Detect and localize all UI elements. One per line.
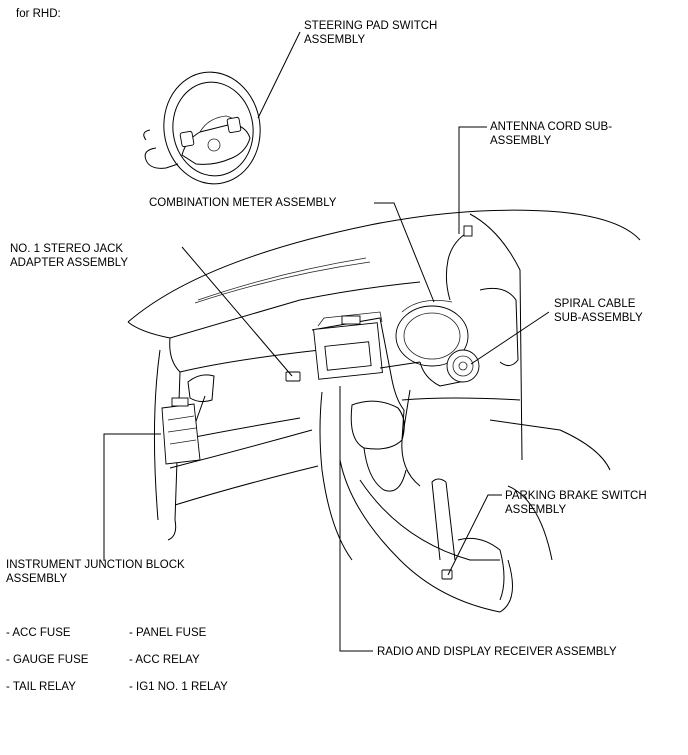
fuse-list-item: - GAUGE FUSE — [6, 654, 89, 666]
antenna-cord-drawing — [445, 225, 473, 301]
label-line: ASSEMBLY — [304, 34, 366, 46]
label-line: COMBINATION METER ASSEMBLY — [149, 197, 337, 209]
label-line: ADAPTER ASSEMBLY — [10, 257, 129, 269]
label-stereo-jack: NO. 1 STEREO JACK ADAPTER ASSEMBLY — [10, 242, 128, 270]
fuse-list-item: - PANEL FUSE — [129, 627, 207, 639]
fuse-list-column-2: - PANEL FUSE - ACC RELAY - IG1 NO. 1 REL… — [129, 626, 228, 694]
fuse-list-item: - IG1 NO. 1 RELAY — [129, 681, 228, 693]
label-line: ASSEMBLY — [490, 135, 552, 147]
dashboard-body — [127, 209, 641, 561]
label-combination-meter: COMBINATION METER ASSEMBLY — [149, 196, 336, 210]
label-line: ASSEMBLY — [6, 573, 68, 585]
junction-block-drawing — [161, 397, 201, 465]
stereo-jack-part — [285, 371, 301, 382]
fuse-list-item: - ACC FUSE — [6, 627, 71, 639]
label-line: ASSEMBLY — [505, 504, 567, 516]
fuse-list-column-1: - ACC FUSE - GAUGE FUSE - TAIL RELAY — [6, 626, 88, 694]
label-line: RADIO AND DISPLAY RECEIVER ASSEMBLY — [377, 646, 617, 658]
label-junction-block: INSTRUMENT JUNCTION BLOCK ASSEMBLY — [6, 558, 185, 586]
label-antenna-cord: ANTENNA CORD SUB- ASSEMBLY — [490, 120, 612, 148]
center-console — [311, 311, 513, 613]
parking-brake-switch-part — [441, 569, 453, 580]
label-parking-brake-switch: PARKING BRAKE SWITCH ASSEMBLY — [505, 489, 647, 517]
label-radio-display-receiver: RADIO AND DISPLAY RECEIVER ASSEMBLY — [377, 645, 617, 659]
variant-label: for RHD: — [16, 8, 61, 20]
label-line: SPIRAL CABLE — [554, 298, 636, 310]
label-line: SUB-ASSEMBLY — [554, 312, 643, 324]
label-line: ANTENNA CORD SUB- — [490, 121, 613, 133]
steering-wheel-inset — [143, 71, 261, 185]
label-line: INSTRUMENT JUNCTION BLOCK — [6, 559, 185, 571]
leader-lines — [103, 31, 550, 652]
fuse-list-item: - TAIL RELAY — [6, 681, 76, 693]
spiral-cable-drawing — [446, 349, 480, 383]
label-line: PARKING BRAKE SWITCH — [505, 490, 647, 502]
label-line: STEERING PAD SWITCH — [304, 20, 438, 32]
label-spiral-cable: SPIRAL CABLE SUB-ASSEMBLY — [554, 297, 643, 325]
fuse-list-item: - ACC RELAY — [129, 654, 200, 666]
label-steering-pad-switch: STEERING PAD SWITCH ASSEMBLY — [304, 19, 437, 47]
label-line: NO. 1 STEREO JACK — [10, 243, 124, 255]
combination-meter-drawing — [379, 299, 471, 387]
